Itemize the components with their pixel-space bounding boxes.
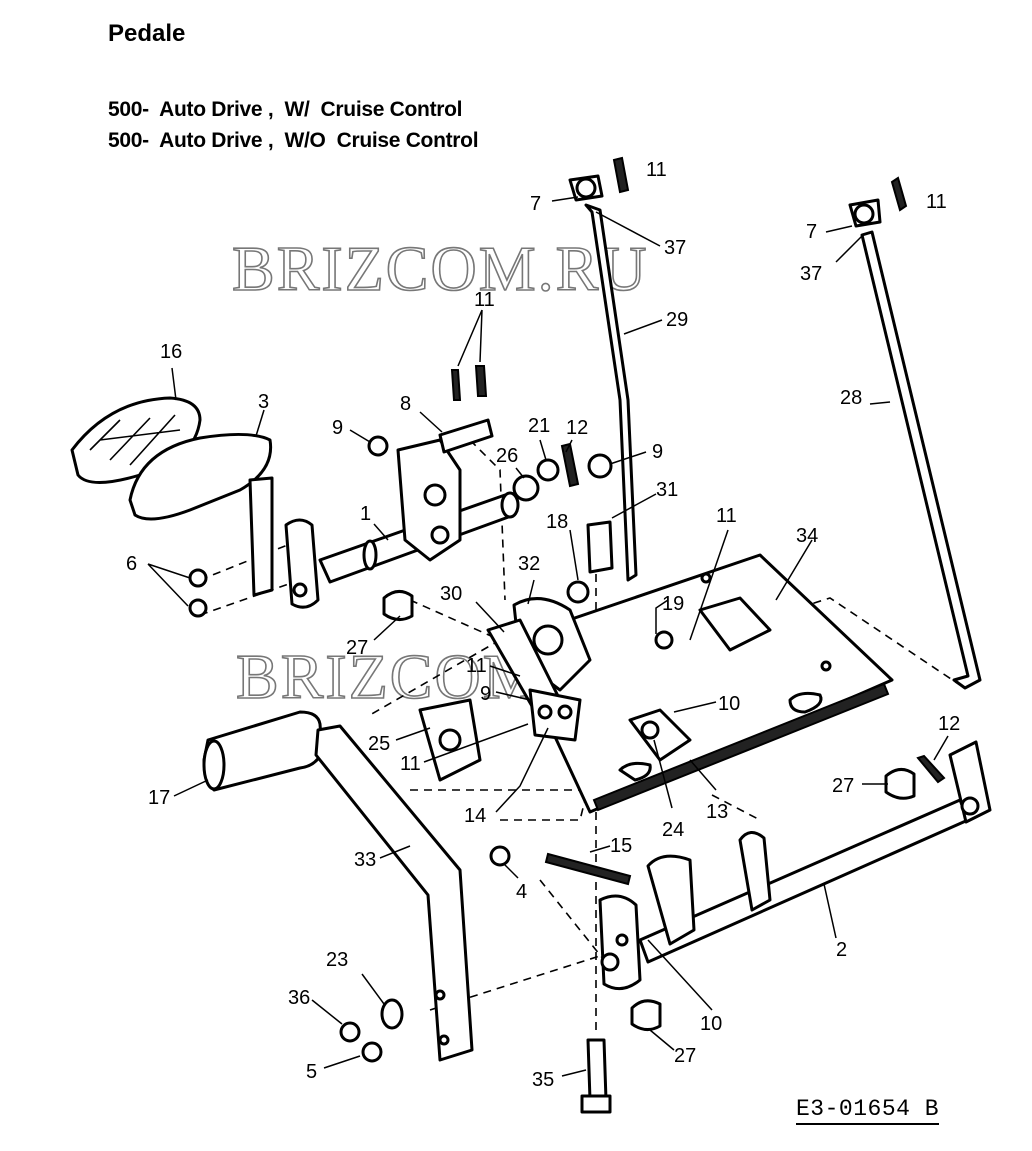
pivot-bracket [396,438,462,562]
model-subtitle-with-cruise: 500- Auto Drive , W/ Cruise Control [108,98,463,121]
model-subtitle-without-cruise: 500- Auto Drive , W/O Cruise Control [108,129,479,152]
callout-8: 8 [400,393,411,415]
callout-25: 25 [368,733,390,755]
callout-9: 9 [332,417,343,439]
callout-17: 17 [148,787,170,809]
leader-lines [147,196,949,1077]
spring-15 [544,852,632,886]
callout-35: 35 [532,1069,554,1091]
mounting-plate-34 [508,553,894,814]
callout-2: 2 [836,939,847,961]
callout-28: 28 [840,387,862,409]
shaft-2 [638,740,992,964]
callout-6: 6 [126,553,137,575]
callout-10: 10 [718,693,740,715]
drawing-code: E3-01654 B [796,1096,940,1125]
hardware-bottom-left [339,845,511,1063]
callout-11: 11 [926,191,947,213]
callout-11: 11 [400,753,421,775]
spacer-19 [654,630,674,650]
callout-36: 36 [288,987,310,1009]
cam-assembly [418,688,582,782]
callout-24: 24 [662,819,684,841]
watermark-top: BRIZCOM.RU [232,233,649,304]
clips-27 [382,590,916,1031]
callout-32: 32 [518,553,540,575]
callout-11: 11 [474,289,495,311]
callout-31: 31 [656,479,678,501]
washer-18 [566,580,590,604]
callout-16: 16 [160,341,182,363]
callout-4: 4 [516,881,527,903]
dashed-reference-lines [199,439,961,1030]
pedal-17 [202,710,324,792]
callout-7: 7 [530,193,541,215]
callout-9: 9 [652,441,663,463]
callout-14: 14 [464,805,486,827]
callout-34: 34 [796,525,818,547]
callout-13: 13 [706,801,728,823]
nut-washer-group [512,442,580,502]
callout-10: 10 [700,1013,722,1035]
callout-18: 18 [546,511,568,533]
pin-8 [438,418,494,454]
nut-9-right-and-bushing-31 [586,453,614,574]
pedal-arm-33 [314,724,474,1062]
bolt-35 [580,1038,612,1114]
pedal-link-plate [284,518,320,609]
callout-29: 29 [666,309,688,331]
callout-15: 15 [610,835,632,857]
pin-12-right [916,754,946,784]
callout-37: 37 [800,263,822,285]
callout-12: 12 [938,713,960,735]
page-title: Pedale [108,20,186,47]
shaft-2-arms [598,831,772,991]
callout-11: 11 [466,655,487,677]
callout-27: 27 [674,1045,696,1067]
bolts-6 [188,568,208,618]
callout-27: 27 [346,637,368,659]
callout-21: 21 [528,415,550,437]
callout-11: 11 [646,159,667,181]
nut-9-left [367,435,389,457]
callout-7: 7 [806,221,817,243]
lever-24 [628,708,692,762]
callout-37: 37 [664,237,686,259]
callout-3: 3 [258,391,269,413]
callout-11: 11 [716,505,737,527]
control-rod-29 [568,174,638,582]
callout-labels: 11 7 37 11 7 37 29 11 16 3 8 9 21 12 26 … [126,159,960,1091]
control-rod-28 [848,198,982,690]
pedal-bracket-3 [128,432,274,597]
cotter-pins-top [450,156,908,401]
callout-26: 26 [496,445,518,467]
callout-12: 12 [566,417,588,439]
callout-30: 30 [440,583,462,605]
callout-19: 19 [662,593,684,615]
callout-9: 9 [480,683,491,705]
callout-33: 33 [354,849,376,871]
bar-13 [592,682,890,812]
callout-5: 5 [306,1061,317,1083]
callout-1: 1 [360,503,371,525]
callout-27: 27 [832,775,854,797]
callout-23: 23 [326,949,348,971]
